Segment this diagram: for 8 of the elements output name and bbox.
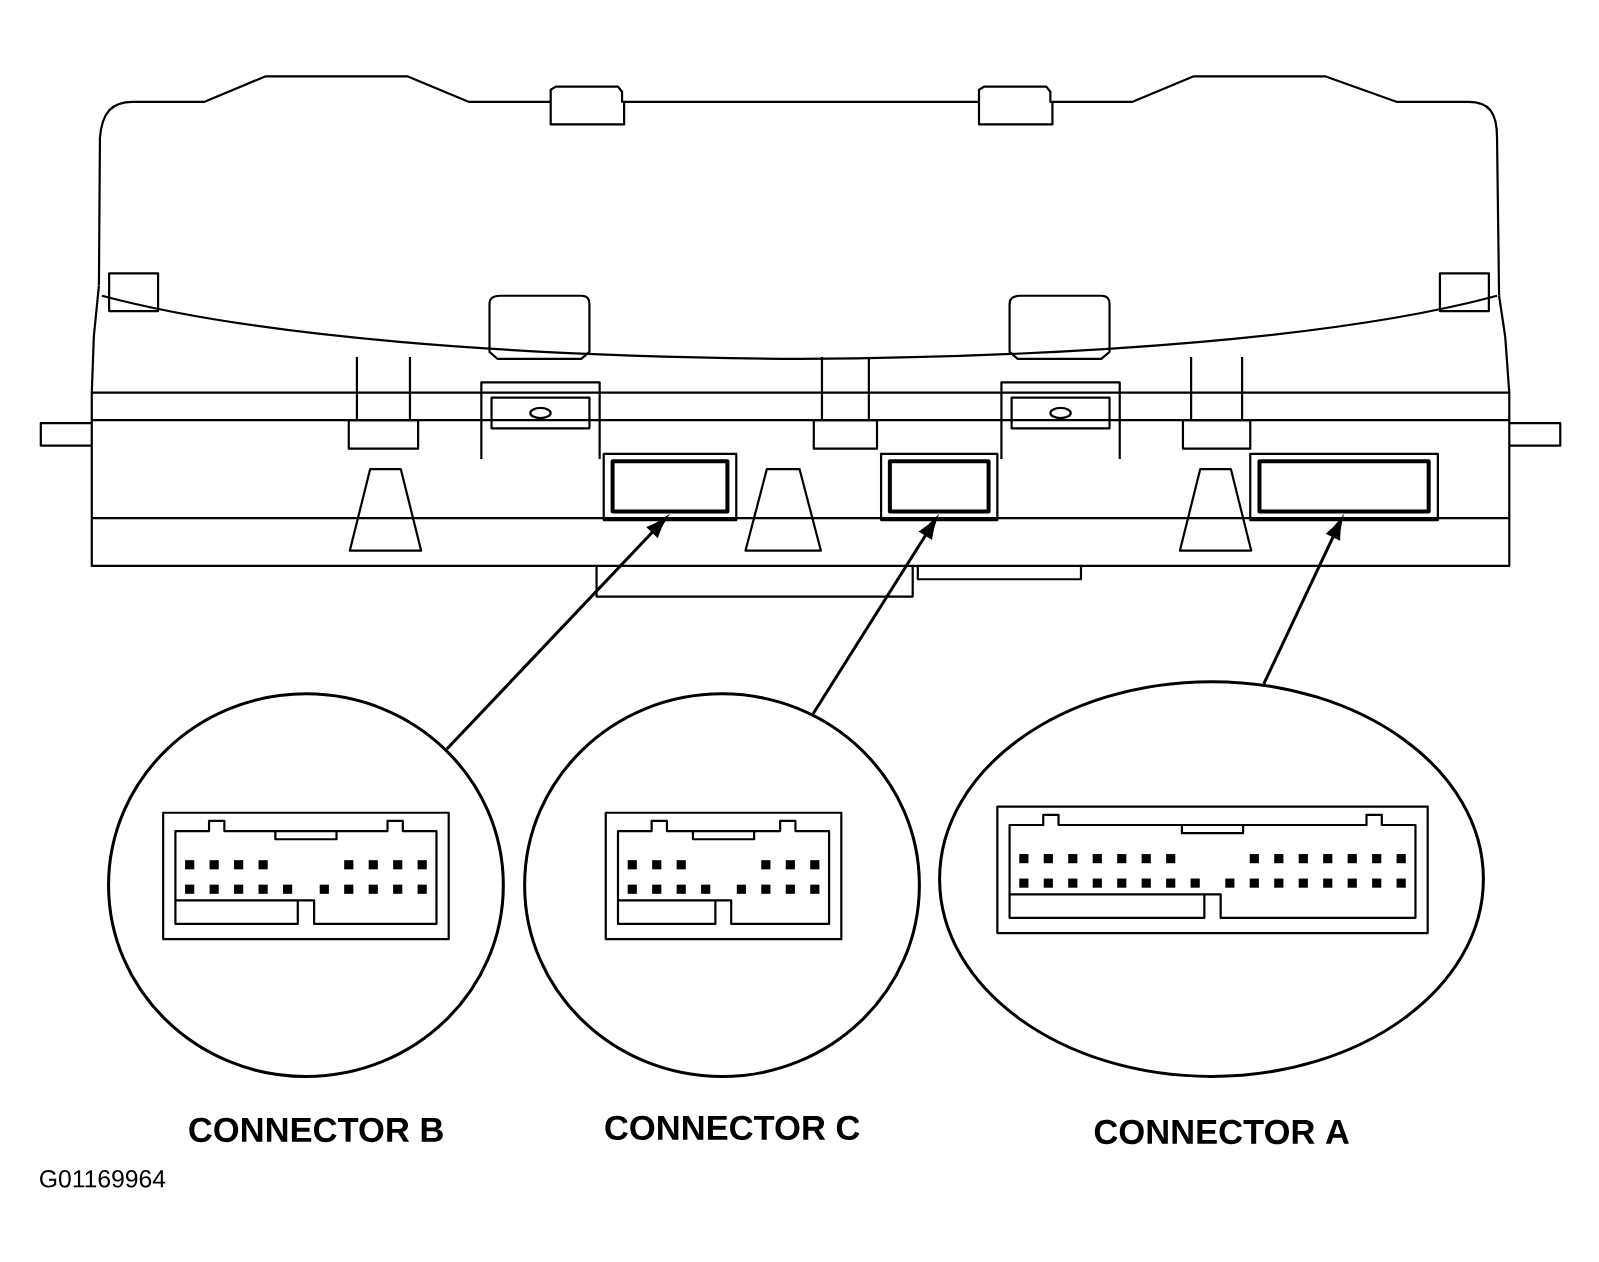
connector-socket [610, 459, 730, 514]
figure-code: G01169964 [40, 1169, 166, 1188]
connector-label: CONNECTOR A [1094, 1119, 1349, 1144]
leader-arrow [445, 517, 667, 750]
connector-label: CONNECTOR B [189, 1117, 443, 1142]
connector-socket [1257, 459, 1431, 514]
connector-socket [887, 459, 991, 514]
connector-label: CONNECTOR C [605, 1115, 860, 1140]
